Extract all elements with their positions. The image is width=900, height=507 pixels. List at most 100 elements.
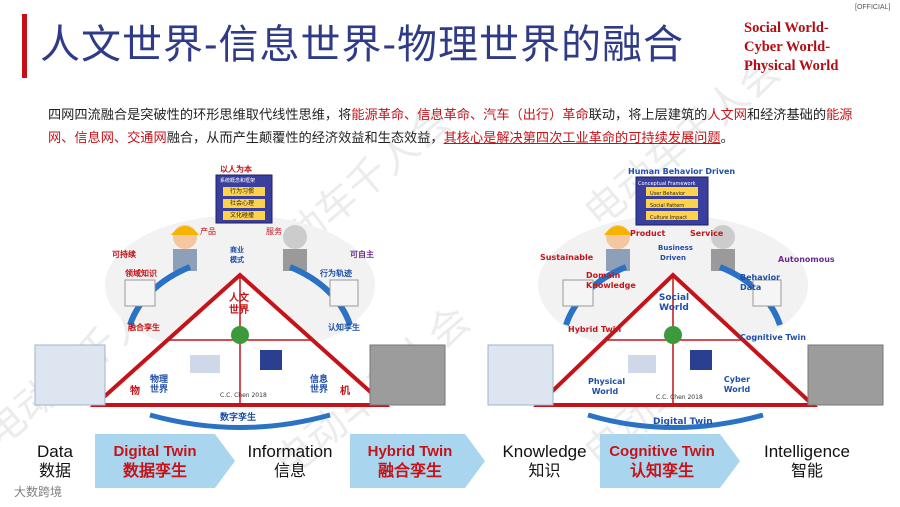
stage-en: Data [37,442,73,461]
box-line: 文化碰撞 [230,212,255,219]
title-accent-bar [22,14,27,78]
service-label: Service [690,229,724,238]
box-line: Culture Impact [650,215,688,221]
box-line: 行为习惯 [230,188,255,195]
top-label: 以人为本 [220,165,252,174]
avatar-icon [231,326,249,344]
box-row [646,199,698,208]
hardhat-icon [604,226,632,235]
subtitle-line: Social World- [744,20,829,36]
stage-data: Data 数据 [20,442,90,481]
stage-en: Hybrid Twin [367,443,453,460]
network-scene-image [807,344,884,406]
sustainable-label: Sustainable [540,253,594,262]
box-row [223,199,265,208]
behavior-icon [329,279,359,307]
stage-zh: 信息 [273,461,306,480]
stage-zh: 知识 [528,461,561,480]
subtitle-line: Cyber World- [744,39,831,55]
knowledge-icon [124,279,156,307]
social-world-label: 人文世界 [229,293,249,316]
classification-label: [OFFICIAL] [855,4,891,11]
box-row [646,187,698,196]
knowledge-icon [562,279,594,307]
physical-world-label: Physical World [588,377,626,396]
stage-arrow [600,434,740,488]
behavior-icon [752,279,782,307]
desc-text: 融合，从而产生颠覆性的经济效益和生态效益， [166,131,444,146]
stage-zh: 数据孪生 [122,461,187,480]
data-scene-image [34,344,106,406]
service-person-icon [283,225,307,249]
stage-en: Digital Twin [113,443,197,460]
data-scene-image [487,344,554,406]
stage-arrow [95,434,235,488]
stage-en: Knowledge [502,442,587,461]
cyber-world-label: Cyber World [723,375,751,394]
box-line: Social Pattern [650,203,685,209]
english-subtitle: Social World- Cyber World- Physical Worl… [744,19,894,76]
page-title: 人文世界-信息世界-物理世界的融合 [40,22,685,68]
box-line: 社会心理 [230,200,255,207]
sustainable-label: 可持续 [112,250,136,259]
desc-text: 。 [720,131,734,146]
hardhat-icon [171,226,199,235]
ji-label: 机 [340,386,350,397]
autonomous-label: Autonomous [778,255,835,264]
domain-knowledge-label: Domain Knowledge [586,271,636,290]
cognitive-twin-label: Cognitive Twin [740,333,806,342]
stage-en: Information [247,442,333,461]
credit-label: C.C. Chen 2018 [656,394,703,401]
box-row [223,211,265,220]
information-icon [260,350,282,370]
autonomous-label: 可自主 [350,250,374,259]
stage-en: Intelligence [763,442,850,461]
footer-logo-text: 大数跨境 [14,485,63,499]
product-label: Product [630,229,666,238]
cycle-arrow [587,412,764,430]
top-label: Human Behavior Driven [628,167,736,176]
right-diagram: Human Behavior Driven Conceptual Framewo… [478,165,898,465]
hybrid-twin-label: Hybrid Twin [568,325,622,334]
stage-intelligence: Intelligence 智能 [752,442,862,481]
cycle-arrow [149,412,331,430]
box-line: 系统概念和框架 [220,178,256,184]
service-person-body [283,249,307,271]
cycle-arrow [288,264,353,326]
stage-digital-twin: Digital Twin 数据孪生 [100,442,210,481]
desc-text: 和经济基础的 [746,108,827,123]
stage-knowledge: Knowledge 知识 [492,442,597,481]
behavior-data-label: 行为轨迹 [320,269,352,278]
desc-highlight: 能源革命、信息革命、汽车（出行）革命 [351,108,589,123]
stage-arrow [350,434,485,488]
worker-body [173,249,197,271]
physical-world-label: 物理世界 [149,375,168,395]
cyber-world-label: 信息世界 [309,375,328,395]
wu-label: 物 [130,386,140,397]
desc-core-statement: 其核心是解决第四次工业革命的可持续发展问题 [443,131,721,146]
stage-hybrid-twin: Hybrid Twin 融合孪生 [355,442,465,481]
energy-icon [628,355,656,373]
service-person-body [711,249,735,271]
right-diagram-graphic [487,176,884,430]
desc-highlight: 能源网、信息网、交通网 [48,108,853,146]
cognitive-twin-label: 认知孪生 [328,323,360,332]
stage-information: Information 信息 [235,442,345,481]
credit-label: C.C. Chen 2018 [220,392,267,399]
box-row [223,187,265,196]
left-diagram-graphic [34,174,446,430]
stage-en: Cognitive Twin [609,443,715,460]
digital-twin-label: 数字孪生 [220,413,257,423]
stage-cognitive-twin: Cognitive Twin 认知孪生 [603,442,721,481]
service-label: 服务 [266,227,282,236]
business-driven-label: Business Driven [658,244,693,262]
stage-zh: 融合孪生 [377,461,442,480]
desc-text: 四网四流融合是突破性的环形思维取代线性思维，将 [48,108,352,123]
information-icon [690,350,712,370]
product-label: 产品 [200,227,216,236]
box-line: User Behavior [650,191,686,197]
box-row [646,211,698,220]
subtitle-line: Physical World [744,58,839,74]
stage-zh: 数据 [38,461,71,480]
business-model-label: 商业模式 [230,246,244,264]
